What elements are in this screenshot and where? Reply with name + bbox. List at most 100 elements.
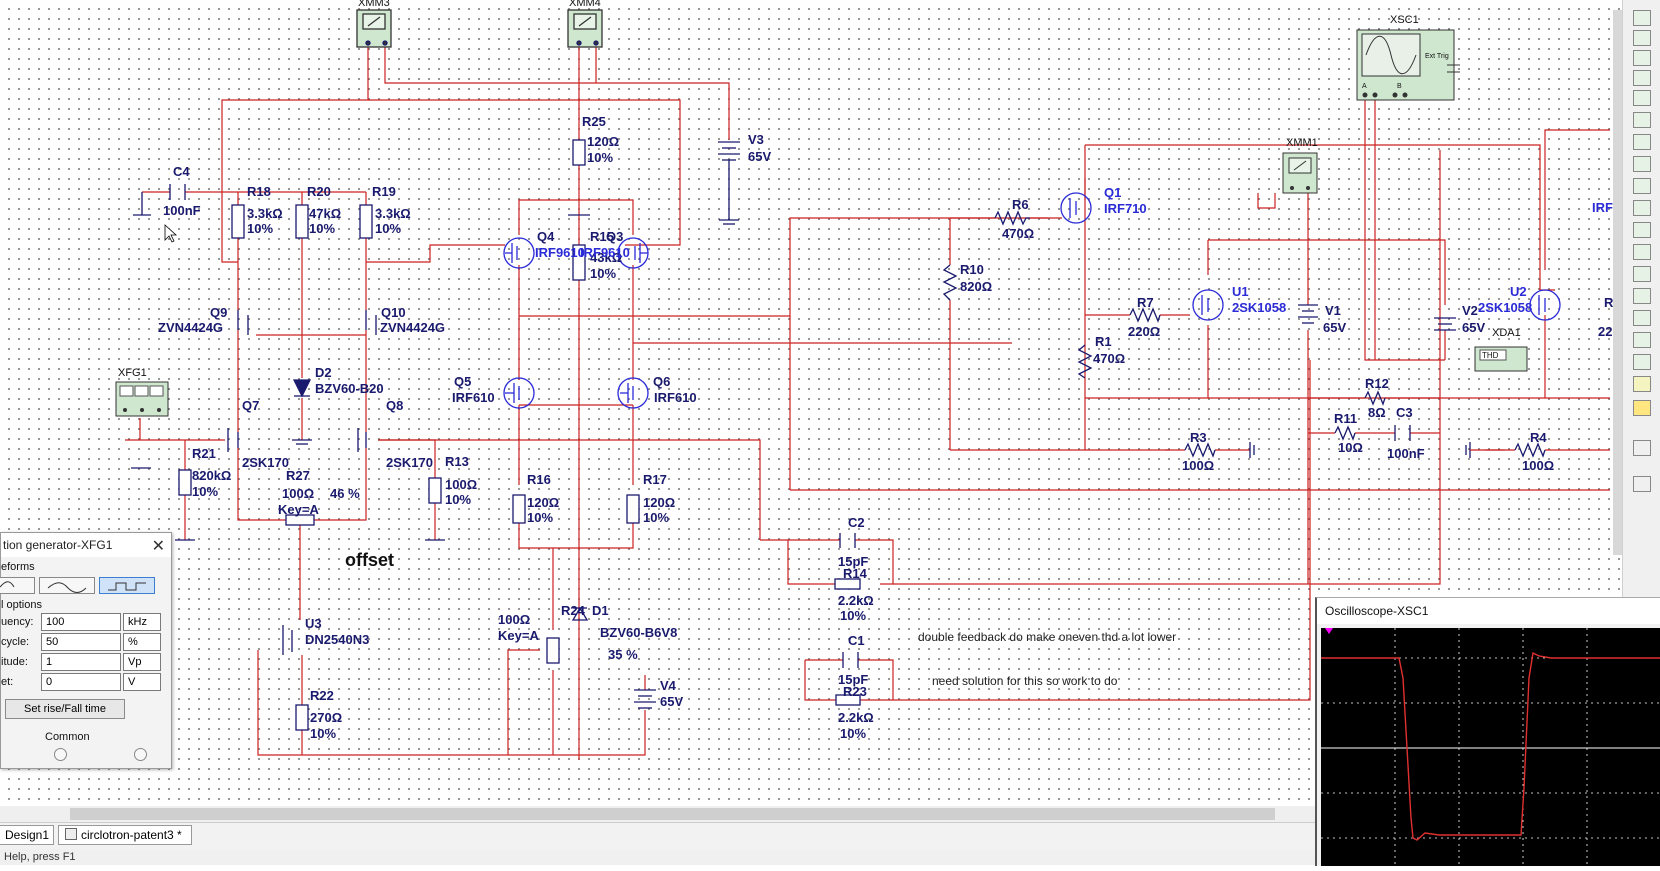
q4-type: IRF9610 xyxy=(535,245,585,260)
d2-type: BZV60-B20 xyxy=(315,381,384,396)
r23-tolerance: 10% xyxy=(840,726,866,741)
xfg1-instrument[interactable] xyxy=(115,381,169,417)
v4-label: V4 xyxy=(660,678,677,693)
r14-tolerance: 10% xyxy=(840,608,866,623)
network-analyzer-tool-icon[interactable] xyxy=(1633,288,1651,304)
amplitude-unit-select[interactable]: Vp xyxy=(123,653,161,671)
v3-value: 65V xyxy=(748,149,771,164)
q3-type: IRF9610 xyxy=(580,245,630,260)
oscilloscope-window: Oscilloscope-XSC1 xyxy=(1315,597,1660,866)
horizontal-scrollbar-thumb[interactable] xyxy=(70,808,1275,820)
frequency-input[interactable]: 100 xyxy=(41,613,121,631)
agilent-multimeter-tool-icon[interactable] xyxy=(1633,332,1651,348)
frequency-counter-tool-icon[interactable] xyxy=(1633,134,1651,150)
xsc1-instrument[interactable] xyxy=(1356,29,1460,101)
xmm1-meter[interactable] xyxy=(1282,152,1318,194)
q3-mosfet[interactable] xyxy=(617,237,649,269)
r-cut-value: 22 xyxy=(1598,324,1612,339)
duty-cycle-unit[interactable]: % xyxy=(123,633,161,651)
r11-value: 10Ω xyxy=(1338,440,1363,455)
tab-circlotron-patent3[interactable]: circlotron-patent3 * xyxy=(58,825,192,845)
sine-wave-button[interactable] xyxy=(0,577,35,594)
amplitude-label: itude: xyxy=(1,656,28,668)
oscilloscope-display xyxy=(1321,628,1660,866)
common-terminal-radio[interactable] xyxy=(54,748,67,761)
schematic-canvas[interactable]: XMM3 XMM4 V3 65V R25 120Ω 10% C4 100nF R… xyxy=(0,0,1620,800)
r14-value: 2.2kΩ xyxy=(838,593,874,608)
offset-input[interactable]: 0 xyxy=(41,673,121,691)
u2-mosfet[interactable] xyxy=(1529,289,1561,321)
q1-mosfet[interactable] xyxy=(1060,192,1092,224)
r24-value: 100Ω xyxy=(498,612,530,627)
frequency-label: uency: xyxy=(1,616,34,628)
xsc1-label: XSC1 xyxy=(1390,14,1419,26)
amplitude-input[interactable]: 1 xyxy=(41,653,121,671)
trigger-marker-icon[interactable] xyxy=(1325,628,1333,634)
four-channel-scope-tool-icon[interactable] xyxy=(1633,90,1651,106)
oscilloscope-screen[interactable] xyxy=(1321,628,1660,866)
oscilloscope-tool-icon[interactable] xyxy=(1633,70,1651,86)
r25-label: R25 xyxy=(582,114,606,129)
q5-label: Q5 xyxy=(454,374,471,389)
xmm3-meter[interactable] xyxy=(356,9,392,48)
v1-label: V1 xyxy=(1325,303,1341,318)
q4-mosfet[interactable] xyxy=(503,237,535,269)
distortion-analyzer-tool-icon[interactable] xyxy=(1633,244,1651,260)
wires xyxy=(125,47,1610,760)
v1-value: 65V xyxy=(1323,320,1346,335)
q9-type: ZVN4424G xyxy=(158,320,223,335)
multimeter-tool-icon[interactable] xyxy=(1633,10,1651,26)
q1-label: Q1 xyxy=(1104,185,1121,200)
note-double-feedback: double feedback do make oneven thd a lot… xyxy=(918,630,1176,644)
logic-converter-tool-icon[interactable] xyxy=(1633,178,1651,194)
iv-analyzer-tool-icon[interactable] xyxy=(1633,222,1651,238)
r22-value: 270Ω xyxy=(310,710,342,725)
r6-value: 470Ω xyxy=(1002,226,1034,241)
duty-cycle-input[interactable]: 50 xyxy=(41,633,121,651)
r-cut-label: R xyxy=(1604,295,1614,310)
schematic-drawing[interactable]: XMM3 XMM4 V3 65V R25 120Ω 10% C4 100nF R… xyxy=(0,0,1620,800)
q6-label: Q6 xyxy=(653,374,670,389)
xda1-instrument[interactable] xyxy=(1474,346,1528,372)
logic-analyzer-tool-icon[interactable] xyxy=(1633,200,1651,216)
tektronix-scope-tool-icon[interactable] xyxy=(1633,376,1651,392)
spectrum-analyzer-tool-icon[interactable] xyxy=(1633,266,1651,282)
r18-tolerance: 10% xyxy=(247,221,273,236)
agilent-scope-tool-icon[interactable] xyxy=(1633,354,1651,370)
measurement-probe-tool-icon[interactable] xyxy=(1633,400,1651,416)
vertical-scrollbar[interactable] xyxy=(1613,10,1622,555)
wattmeter-tool-icon[interactable] xyxy=(1633,50,1651,66)
labview-tool-icon[interactable] xyxy=(1633,440,1651,456)
bode-plotter-tool-icon[interactable] xyxy=(1633,112,1651,128)
q5-mosfet[interactable] xyxy=(503,377,535,409)
plus-terminal-radio[interactable] xyxy=(134,748,147,761)
r21-value: 820kΩ xyxy=(192,468,231,483)
agilent-generator-tool-icon[interactable] xyxy=(1633,310,1651,326)
square-wave-button[interactable] xyxy=(99,577,155,594)
u3-type: DN2540N3 xyxy=(305,632,369,647)
r12-value: 8Ω xyxy=(1368,405,1386,420)
c1-label: C1 xyxy=(848,633,865,648)
function-generator-tool-icon[interactable] xyxy=(1633,30,1651,46)
xmm1-label: XMM1 xyxy=(1286,137,1318,149)
d1-label: D1 xyxy=(592,603,609,618)
u1-mosfet[interactable] xyxy=(1192,289,1224,321)
word-generator-tool-icon[interactable] xyxy=(1633,156,1651,172)
triangle-wave-button[interactable] xyxy=(39,577,95,594)
u2-type: 2SK1058 xyxy=(1478,300,1532,315)
q3-label: Q3 xyxy=(606,229,623,244)
xmm4-meter[interactable] xyxy=(567,9,603,48)
r23-label: R23 xyxy=(843,684,867,699)
c2-value: 15pF xyxy=(838,554,868,569)
q6-mosfet[interactable] xyxy=(617,377,649,409)
duty-cycle-row: cycle: 50 % xyxy=(1,633,171,652)
set-rise-fall-time-button[interactable]: Set rise/Fall time xyxy=(5,699,125,719)
offset-unit-select[interactable]: V xyxy=(123,673,161,691)
close-icon[interactable]: ✕ xyxy=(151,538,165,555)
r21-tolerance: 10% xyxy=(192,484,218,499)
oscilloscope-title[interactable]: Oscilloscope-XSC1 xyxy=(1317,598,1660,624)
current-probe-tool-icon[interactable] xyxy=(1633,476,1651,492)
tab-design1[interactable]: Design1 xyxy=(0,825,54,845)
function-generator-title[interactable]: tion generator-XFG1 xyxy=(1,533,171,557)
frequency-unit-select[interactable]: kHz xyxy=(123,613,161,631)
